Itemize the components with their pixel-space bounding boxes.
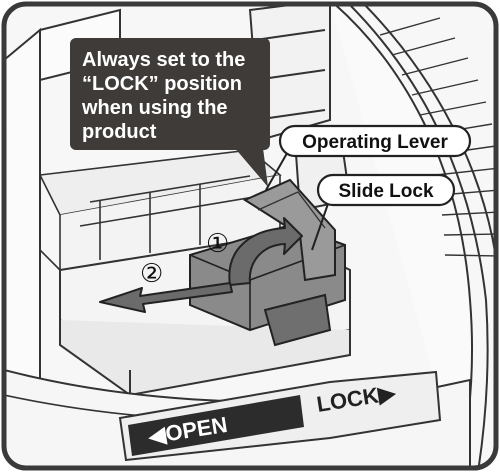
operating-lever-label: Operating Lever (302, 132, 448, 153)
callout-line-3: when using the (81, 97, 228, 119)
slide-lock-label: Slide Lock (338, 181, 433, 202)
callout-line-2: “LOCK” position (82, 73, 242, 95)
step-2-marker: ② (140, 259, 163, 289)
callout-line-4: product (82, 121, 157, 143)
callout-line-1: Always set to the (82, 49, 245, 71)
step-1-marker: ① (206, 229, 229, 259)
